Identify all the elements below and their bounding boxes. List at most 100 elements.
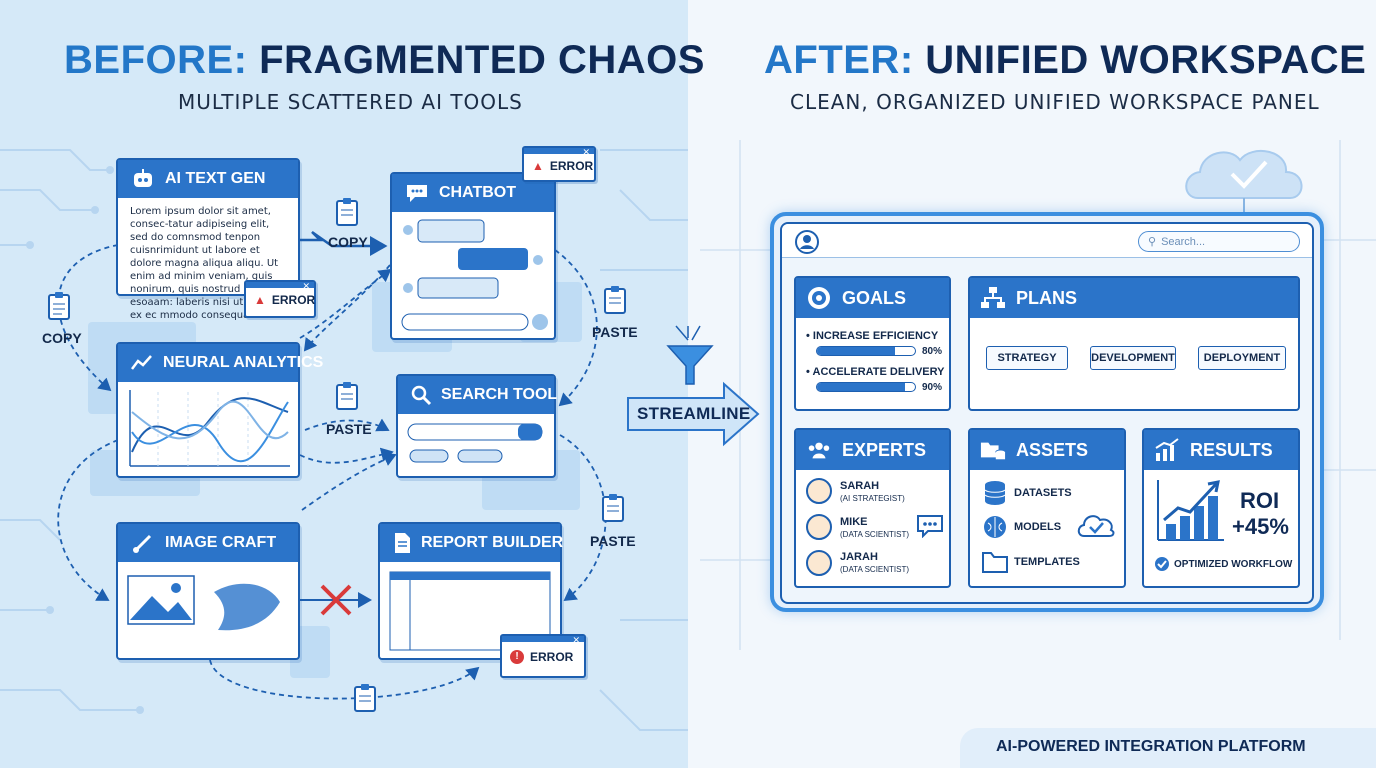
results-title: RESULTS [1190, 439, 1273, 460]
growth-chart-icon [1154, 437, 1180, 463]
after-subtitle: CLEAN, ORGANIZED UNIFIED WORKSPACE PANEL [790, 90, 1320, 114]
before-title: BEFORE: FRAGMENTED CHAOS [64, 38, 705, 83]
copy-label: COPY [328, 234, 368, 250]
roi-value: +45% [1232, 514, 1289, 539]
clipboard-icon [354, 684, 376, 712]
check-circle-icon [1155, 557, 1169, 571]
clipboard-icon [336, 382, 358, 410]
before-title-accent: BEFORE: [64, 38, 248, 82]
folder-database-icon [980, 437, 1006, 463]
brush-icon [130, 530, 156, 556]
error-popup-textgen[interactable]: ✕ ▲ ERROR [244, 280, 316, 318]
clipboard-icon [48, 292, 70, 320]
asset-templates[interactable]: TEMPLATES [1014, 556, 1080, 568]
search-tool-title: SEARCH TOOL [441, 386, 558, 403]
asset-models[interactable]: MODELS [1014, 521, 1062, 533]
avatar-jarah [806, 550, 832, 576]
image-mock [127, 575, 280, 631]
paste-label: PASTE [326, 421, 372, 437]
report-builder-window[interactable]: REPORT BUILDER [378, 522, 564, 660]
neural-analytics-window[interactable]: NEURAL ANALYTICS [116, 342, 323, 478]
search-icon [410, 382, 432, 408]
search-tool-window[interactable]: SEARCH TOOL [396, 374, 558, 478]
message-icon [917, 515, 943, 538]
clipboard-icon [604, 286, 626, 314]
goal-label: INCREASE EFFICIENCY [812, 330, 939, 342]
error-text: ERROR [271, 293, 316, 307]
analytics-icon [130, 350, 154, 376]
goal-progress-1 [816, 346, 916, 356]
error-text: ERROR [549, 159, 594, 173]
goals-title: GOALS [842, 287, 907, 308]
error-circle-icon: ! [510, 650, 524, 664]
asset-datasets[interactable]: DATASETS [1014, 487, 1072, 499]
paste-label: PASTE [592, 324, 638, 340]
goal-label: ACCELERATE DELIVERY [812, 366, 945, 378]
chat-bubbles [401, 219, 548, 331]
wave-chart [129, 390, 290, 467]
results-status: OPTIMIZED WORKFLOW [1174, 559, 1293, 570]
avatar-sarah [806, 478, 832, 504]
goal-percent-1: 80% [922, 346, 943, 357]
assets-title: ASSETS [1016, 439, 1089, 460]
plans-panel[interactable]: PLANS [968, 276, 1300, 411]
chatbot-window[interactable]: CHATBOT [390, 172, 556, 340]
plans-title: PLANS [1016, 287, 1078, 308]
close-icon[interactable]: ✕ [572, 635, 580, 645]
neural-analytics-title: NEURAL ANALYTICS [163, 354, 324, 371]
brain-icon [984, 516, 1006, 538]
error-popup-report[interactable]: ✕! ERROR [500, 634, 586, 678]
error-text: ERROR [530, 650, 574, 664]
ai-text-gen-window[interactable]: AI TEXT GEN Lorem ipsum dolor sit amet, … [116, 158, 300, 321]
search-placeholder: Search... [1161, 235, 1206, 248]
chat-icon [404, 180, 430, 206]
folder-icon [982, 552, 1008, 573]
target-icon [806, 285, 832, 311]
before-subtitle: MULTIPLE SCATTERED AI TOOLS [178, 90, 523, 114]
plan-step-deployment[interactable]: DEPLOYMENT [1198, 346, 1286, 370]
clipboard-icon [602, 494, 624, 522]
search-icon: ⚲ [1148, 236, 1157, 248]
copy-label: COPY [42, 330, 82, 346]
hierarchy-icon [980, 285, 1006, 311]
plan-step-strategy[interactable]: STRATEGY [986, 346, 1068, 370]
search-field-mock [407, 423, 543, 463]
close-icon[interactable]: ✕ [582, 147, 590, 157]
streamline-label: STREAMLINE [637, 404, 751, 423]
roi-label: ROI [1240, 488, 1280, 513]
bar-growth-icon [1157, 480, 1224, 541]
database-icon [984, 481, 1006, 505]
expert-name: SARAH [840, 480, 880, 492]
before-title-main: FRAGMENTED CHAOS [259, 38, 705, 82]
goal-item-2: • ACCELERATE DELIVERY [806, 366, 945, 378]
goal-progress-2 [816, 382, 916, 392]
warning-icon: ▲ [254, 293, 266, 307]
user-icon[interactable] [794, 229, 820, 255]
error-popup-chatbot[interactable]: ✕ ▲ ERROR [522, 146, 596, 182]
warning-icon: ▲ [532, 159, 544, 173]
after-title-accent: AFTER: [764, 38, 914, 82]
expert-role: (AI STRATEGIST) [840, 494, 905, 503]
plan-step-development[interactable]: DEVELOPMENT [1090, 346, 1176, 370]
ai-text-gen-body: Lorem ipsum dolor sit amet, consec-tatur… [130, 206, 280, 321]
close-icon[interactable]: ✕ [302, 281, 310, 291]
report-builder-title: REPORT BUILDER [421, 534, 564, 551]
chatbot-title: CHATBOT [439, 184, 517, 201]
cloud-check-icon [1077, 515, 1115, 537]
clipboard-icon [336, 198, 358, 226]
image-craft-window[interactable]: IMAGE CRAFT [116, 522, 300, 660]
after-title: AFTER: UNIFIED WORKSPACE [764, 38, 1366, 83]
expert-role: (DATA SCIENTIST) [840, 530, 910, 539]
avatar-mike [806, 514, 832, 540]
results-panel[interactable]: RESULTS [1142, 428, 1300, 588]
footer-banner [960, 728, 1376, 768]
search-input[interactable]: ⚲ Search... [1138, 231, 1300, 252]
document-icon [392, 530, 412, 556]
experts-title: EXPERTS [842, 439, 927, 460]
expert-name: JARAH [840, 551, 878, 563]
footer-text: AI-POWERED INTEGRATION PLATFORM [996, 738, 1306, 755]
team-icon [806, 437, 832, 463]
goal-progress-fill [817, 383, 906, 391]
goal-item-1: • INCREASE EFFICIENCY [806, 330, 939, 342]
image-craft-title: IMAGE CRAFT [165, 534, 277, 551]
